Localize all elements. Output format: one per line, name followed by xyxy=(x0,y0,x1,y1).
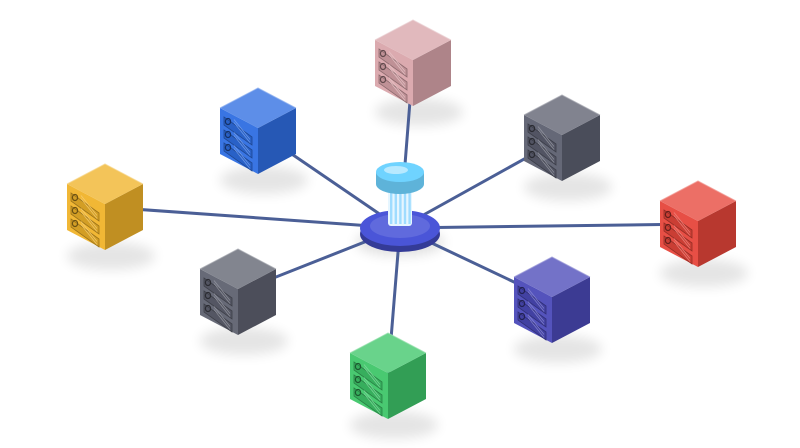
power-led-icon xyxy=(71,206,79,215)
server-blue[interactable] xyxy=(219,87,297,174)
power-led-icon xyxy=(379,62,387,71)
server-blue-side-face xyxy=(258,108,296,174)
power-led-icon xyxy=(354,388,362,397)
power-led-icon xyxy=(224,143,232,152)
server-indigo-side-face xyxy=(552,277,590,343)
server-pink-side-face xyxy=(413,40,451,106)
server-dark-right[interactable] xyxy=(523,94,601,181)
server-dark-left[interactable] xyxy=(199,248,277,335)
central-hub xyxy=(360,162,440,252)
link-server-red xyxy=(398,222,700,230)
server-nodes xyxy=(66,19,737,419)
server-pink[interactable] xyxy=(374,19,452,106)
power-led-icon xyxy=(224,130,232,139)
power-led-icon xyxy=(379,75,387,84)
power-led-icon xyxy=(354,375,362,384)
power-led-icon xyxy=(71,193,79,202)
link-server-yellow xyxy=(103,205,402,230)
server-yellow[interactable] xyxy=(66,163,144,250)
power-led-icon xyxy=(518,299,526,308)
power-led-icon xyxy=(204,278,212,287)
power-led-icon xyxy=(518,286,526,295)
power-led-icon xyxy=(518,312,526,321)
power-led-icon xyxy=(664,223,672,232)
server-green[interactable] xyxy=(349,332,427,419)
power-led-icon xyxy=(71,219,79,228)
server-indigo[interactable] xyxy=(513,256,591,343)
power-led-icon xyxy=(528,124,536,133)
power-led-icon xyxy=(528,137,536,146)
power-led-icon xyxy=(664,210,672,219)
power-led-icon xyxy=(664,236,672,245)
power-led-icon xyxy=(204,304,212,313)
server-dark-left-side-face xyxy=(238,269,276,335)
server-yellow-side-face xyxy=(105,184,143,250)
power-led-icon xyxy=(204,291,212,300)
server-red-side-face xyxy=(698,201,736,267)
server-green-side-face xyxy=(388,353,426,419)
power-led-icon xyxy=(354,362,362,371)
power-led-icon xyxy=(528,150,536,159)
power-led-icon xyxy=(379,49,387,58)
shadow-layer xyxy=(67,98,748,439)
power-led-icon xyxy=(224,117,232,126)
server-dark-right-side-face xyxy=(562,115,600,181)
server-red[interactable] xyxy=(659,180,737,267)
